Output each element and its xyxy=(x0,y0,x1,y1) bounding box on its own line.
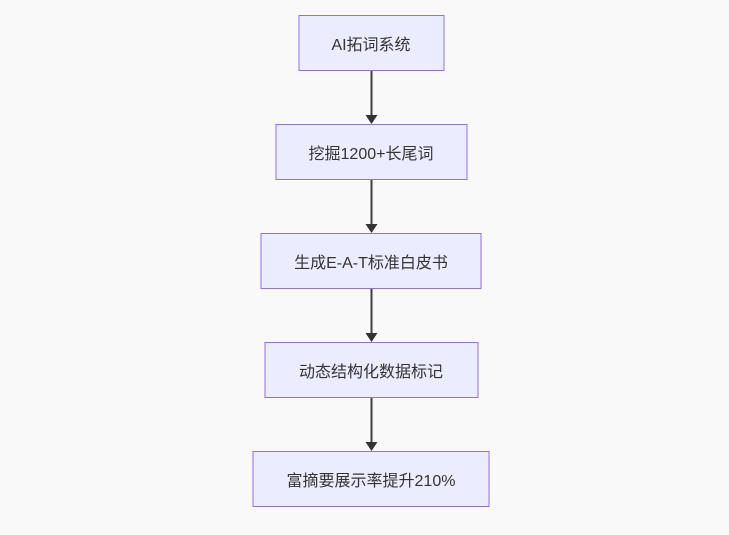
flowchart: AI拓词系统 挖掘1200+长尾词 生成E-A-T标准白皮书 动态结构化数据标记… xyxy=(252,15,490,507)
arrow-line xyxy=(370,71,372,115)
flow-node-longtail-mining: 挖掘1200+长尾词 xyxy=(275,124,467,180)
flow-node-eat-whitepaper: 生成E-A-T标准白皮书 xyxy=(260,233,482,289)
flow-arrow-4 xyxy=(364,398,378,451)
flow-node-structured-data-markup: 动态结构化数据标记 xyxy=(264,342,478,398)
arrow-head-icon xyxy=(365,333,377,342)
arrow-line xyxy=(370,180,372,224)
flow-arrow-2 xyxy=(364,180,378,233)
arrow-head-icon xyxy=(365,442,377,451)
flow-node-rich-snippet-result: 富摘要展示率提升210% xyxy=(252,451,490,507)
arrow-line xyxy=(370,398,372,442)
arrow-head-icon xyxy=(365,115,377,124)
arrow-head-icon xyxy=(365,224,377,233)
flow-arrow-3 xyxy=(364,289,378,342)
flow-node-ai-keyword-system: AI拓词系统 xyxy=(298,15,444,71)
arrow-line xyxy=(370,289,372,333)
flow-arrow-1 xyxy=(364,71,378,124)
